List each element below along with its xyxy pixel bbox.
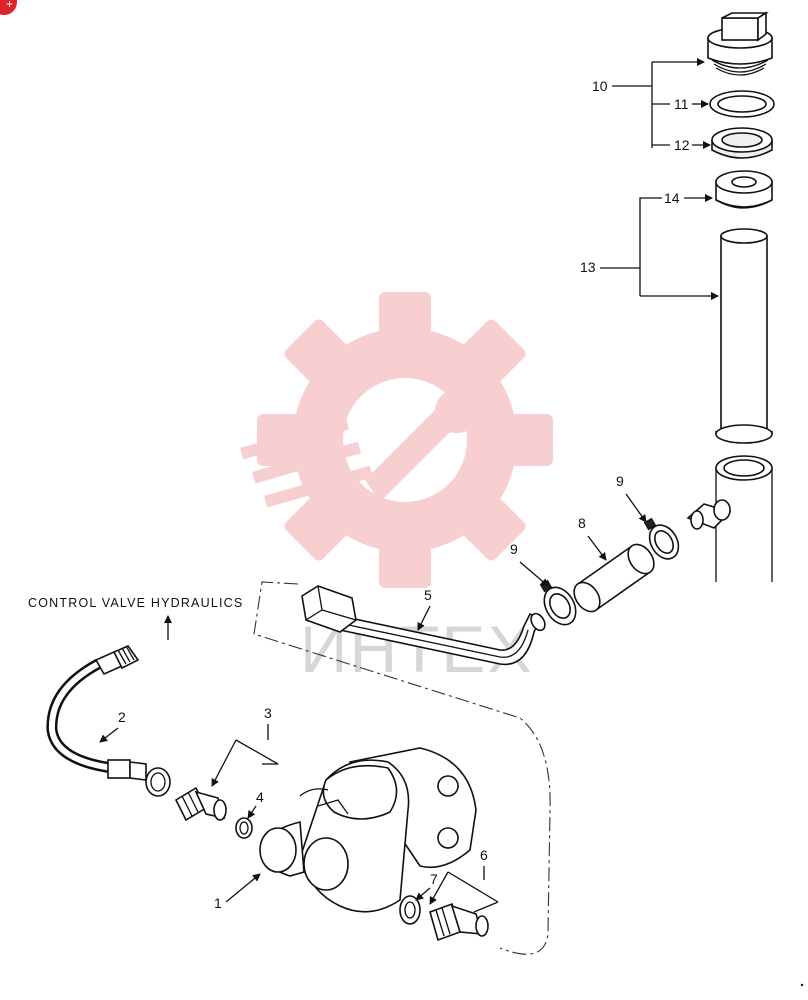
o-ring-part-4 <box>235 817 253 839</box>
badge-glyph: + <box>6 0 13 11</box>
callout-11: 11 <box>674 96 689 112</box>
clamp-part-9-right <box>643 517 680 560</box>
callout-3: 3 <box>264 705 272 721</box>
reservoir-tube <box>715 455 773 582</box>
callout-9-right: 9 <box>616 473 624 489</box>
callout-1: 1 <box>214 895 222 911</box>
callout-2: 2 <box>118 709 126 725</box>
filler-tube-part-13 <box>715 228 773 444</box>
tube-part-5 <box>301 585 546 666</box>
corner-dot <box>800 983 804 987</box>
caption-control-valve-hydraulics: CONTROL VALVE HYDRAULICS <box>28 596 243 610</box>
callout-12: 12 <box>674 137 690 153</box>
callout-4: 4 <box>256 789 264 805</box>
hose-part-2 <box>46 645 171 797</box>
seal-ring-part-12 <box>711 127 773 159</box>
callout-13: 13 <box>580 259 596 275</box>
hose-part-8 <box>573 543 655 613</box>
o-ring-part-11 <box>709 90 775 118</box>
callout-7: 7 <box>430 871 438 887</box>
tube-fitting <box>686 499 732 530</box>
watermark-logo <box>239 292 553 588</box>
o-ring-part-7 <box>399 895 421 925</box>
pump-part-1 <box>259 747 477 913</box>
callout-5: 5 <box>424 587 432 603</box>
callout-14: 14 <box>664 190 680 206</box>
adapter-part-14 <box>715 170 773 209</box>
fitting-part-3 <box>174 786 227 822</box>
fitting-part-6 <box>429 902 489 942</box>
filler-cap-part-10 <box>707 11 773 76</box>
corner-badge: + <box>0 0 17 15</box>
callout-9-left: 9 <box>510 541 518 557</box>
callout-8: 8 <box>578 515 586 531</box>
connection-path <box>253 581 551 955</box>
callout-6: 6 <box>480 847 488 863</box>
callout-10: 10 <box>592 78 608 94</box>
